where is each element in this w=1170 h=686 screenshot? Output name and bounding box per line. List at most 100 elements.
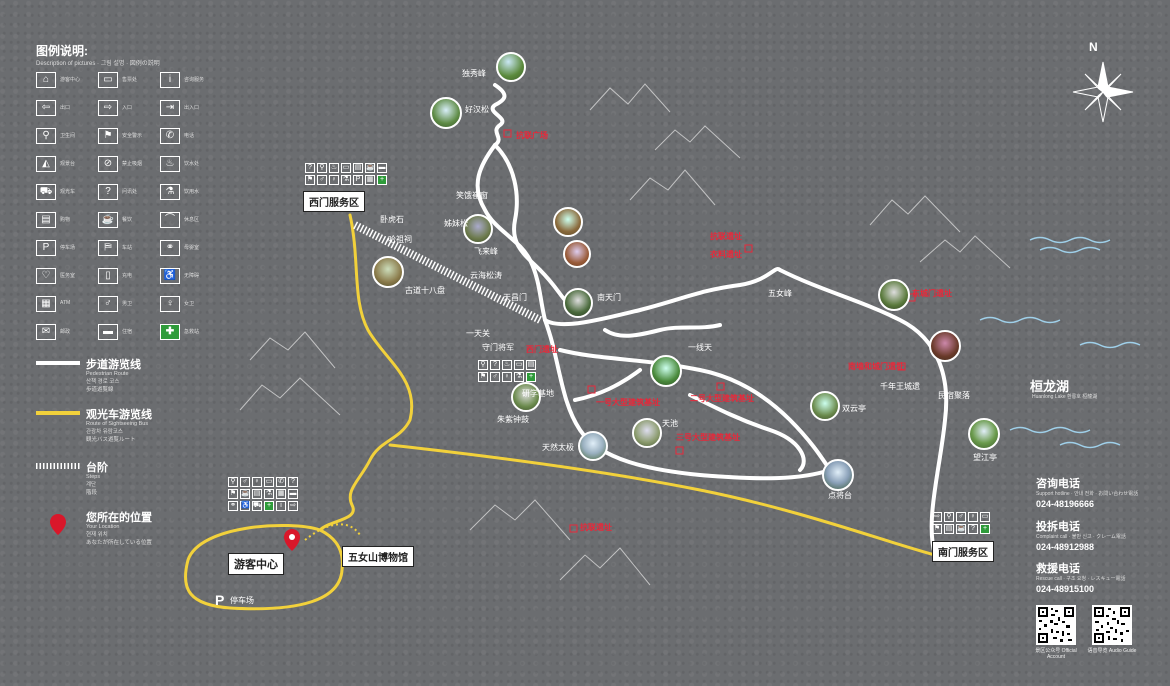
legend-label-help: 问讯处 bbox=[122, 189, 138, 195]
label-haizu: 哈祖祠 bbox=[388, 235, 412, 244]
photo-qiannian[interactable] bbox=[929, 330, 961, 362]
label-qiannian: 千年王城遗 bbox=[880, 382, 920, 391]
lake-waves bbox=[979, 236, 1141, 449]
parking-label: 停车场 bbox=[230, 596, 254, 605]
legend-label-bus: 观光车 bbox=[60, 189, 76, 195]
exit-icon: ⇦ bbox=[36, 100, 56, 116]
legend-label-toilet: 卫生间 bbox=[60, 133, 76, 139]
photo-dongmen[interactable] bbox=[878, 279, 910, 311]
drinking-icon: ♨ bbox=[160, 156, 180, 172]
label-ximen-ruins: 西门遗址 bbox=[526, 345, 558, 354]
walk-route bbox=[475, 83, 949, 557]
view-point-icon: ◭ bbox=[36, 156, 56, 172]
label-tianchi: 天池 bbox=[662, 419, 678, 428]
photo-dianjiang[interactable] bbox=[822, 459, 854, 491]
museum-box[interactable]: 五女山博物馆 bbox=[342, 546, 414, 567]
label-erhao: 二号大型建筑基址 bbox=[690, 394, 754, 403]
legend-label-person-entrance: 出入口 bbox=[184, 105, 200, 111]
no-smoking-icon: ⊘ bbox=[98, 156, 118, 172]
legend-label-family: 母婴室 bbox=[184, 245, 200, 251]
label-tiandeng: 天昌门 bbox=[503, 293, 527, 302]
legend-label-men: 男卫 bbox=[122, 301, 133, 307]
legend-label-drinking: 饮水处 bbox=[184, 161, 200, 167]
photo-tianchi[interactable] bbox=[650, 355, 682, 387]
location-pin-icon bbox=[284, 529, 300, 551]
west-facility-icons: ?⚲♨▭▤☕▬ ⚑♂♀⚗P▦+ bbox=[305, 163, 387, 185]
legend-label-wheelchair: 无障碍 bbox=[184, 273, 200, 279]
label-tianrantaiji: 天然太极 bbox=[542, 443, 574, 452]
ticket-icon: ▭ bbox=[98, 72, 118, 88]
route-steps-sub: Steps 계단 階段 bbox=[86, 474, 101, 496]
contact-support-sub: Support hotline · 안내 전화 · お問い合わせ電話 bbox=[1036, 491, 1139, 497]
route-bus-sub: Route of Sightseeing Bus 관광차 유람코스 観光バス遊覧… bbox=[86, 421, 149, 443]
visitor-center[interactable]: 游客中心 bbox=[228, 553, 284, 575]
location-sub: Your Location 현재 위치 あなたが所在している位置 bbox=[86, 524, 152, 546]
label-yixiantian: 一天关 bbox=[466, 329, 490, 338]
qr-audio-label: 语音导览 Audio Guide bbox=[1087, 648, 1137, 654]
qr-audio-icon[interactable] bbox=[1092, 605, 1132, 645]
label-nanqiang: 南墙和城门遗址 bbox=[848, 362, 904, 371]
legend-label-first-aid: 急救站 bbox=[184, 329, 200, 335]
qr-official-icon[interactable] bbox=[1036, 605, 1076, 645]
first-aid-icon: ✚ bbox=[160, 324, 180, 340]
help-icon: ? bbox=[98, 184, 118, 200]
contact-complaint-number[interactable]: 024-48912988 bbox=[1036, 542, 1095, 552]
legend-label-restaurant: 餐饮 bbox=[122, 217, 133, 223]
legend-title: 图例说明: bbox=[36, 44, 88, 58]
legend-label-bed: 住宿 bbox=[122, 329, 133, 335]
west-service-area[interactable]: 西门服务区 bbox=[303, 191, 365, 212]
legend-label-water: 饮用水 bbox=[184, 189, 200, 195]
route-steps-title: 台阶 bbox=[86, 462, 108, 474]
legend-label-atm: ATM bbox=[60, 300, 71, 306]
safety-icon: ⚑ bbox=[98, 128, 118, 144]
label-minsu: 民宿聚落 bbox=[938, 391, 970, 400]
photo-taiji[interactable] bbox=[578, 431, 608, 461]
photo-jiemei[interactable] bbox=[463, 214, 493, 244]
contact-rescue-sub: Rescue call · 구조 요청 · レスキュー電話 bbox=[1036, 576, 1126, 582]
photo-haohansong[interactable] bbox=[430, 97, 462, 129]
label-xiemian: 笑饿崔窗 bbox=[456, 191, 488, 200]
label-kanglian-3: 抗联遗址 bbox=[580, 523, 612, 532]
south-service-area[interactable]: 南门服务区 bbox=[932, 541, 994, 562]
photo-feilai[interactable] bbox=[553, 207, 583, 237]
photo-dushufeng[interactable] bbox=[496, 52, 526, 82]
photo-nantianmen[interactable] bbox=[563, 288, 593, 318]
photo-zhaoyan[interactable] bbox=[511, 382, 541, 412]
label-dushufeng: 独秀峰 bbox=[462, 69, 486, 78]
legend-label-station: 车站 bbox=[122, 245, 133, 251]
station-icon: ⛿ bbox=[98, 240, 118, 256]
bus-icon: ⛟ bbox=[36, 184, 56, 200]
legend-label-rest: 休息区 bbox=[184, 217, 200, 223]
women-icon: ♀ bbox=[160, 296, 180, 312]
photo-wangjiang[interactable] bbox=[968, 418, 1000, 450]
contact-rescue-number[interactable]: 024-48915100 bbox=[1036, 584, 1095, 594]
parking-icon: P bbox=[36, 240, 56, 256]
contact-complaint-sub: Complaint call · 불만 신고 · クレーム電話 bbox=[1036, 534, 1126, 540]
mail-icon: ✉ bbox=[36, 324, 56, 340]
label-wunvfeng: 五女峰 bbox=[768, 289, 792, 298]
legend-label-parking: 停车场 bbox=[60, 245, 76, 251]
contact-complaint-title: 投拆电话 bbox=[1036, 521, 1080, 533]
atm-icon: ▦ bbox=[36, 296, 56, 312]
label-shuangyun: 双云亭 bbox=[842, 404, 866, 413]
legend-label-info: 咨询服务 bbox=[184, 77, 205, 83]
legend-label-phone: 电话 bbox=[184, 133, 195, 139]
label-kanglian-square: 抗联广场 bbox=[516, 131, 548, 140]
contact-support-number[interactable]: 024-48196666 bbox=[1036, 499, 1095, 509]
legend-label-ticket: 售票处 bbox=[122, 77, 138, 83]
legend-label-medical: 医务室 bbox=[60, 273, 76, 279]
label-zhaoyan: 朱紫钟鼓 bbox=[497, 415, 529, 424]
photo-yunhai[interactable] bbox=[563, 240, 591, 268]
photo-gudao[interactable] bbox=[372, 256, 404, 288]
label-fuhuo: 衣料遗址 bbox=[710, 250, 742, 259]
photo-tianchi2[interactable] bbox=[632, 418, 662, 448]
site-markers bbox=[503, 129, 916, 533]
photo-shuangyun[interactable] bbox=[810, 391, 840, 421]
legend-subtitle: Description of pictures · 그림 설명 · 図例の説明 bbox=[36, 61, 160, 67]
label-sanhao: 三号大型建筑基址 bbox=[676, 433, 740, 442]
label-wangjiang: 望江亭 bbox=[973, 453, 997, 462]
legend-label-no-smoking: 禁止吸烟 bbox=[122, 161, 143, 167]
lake-subtitle: Huanlong Lake 환룡호 桓龍湖 bbox=[1032, 394, 1098, 400]
